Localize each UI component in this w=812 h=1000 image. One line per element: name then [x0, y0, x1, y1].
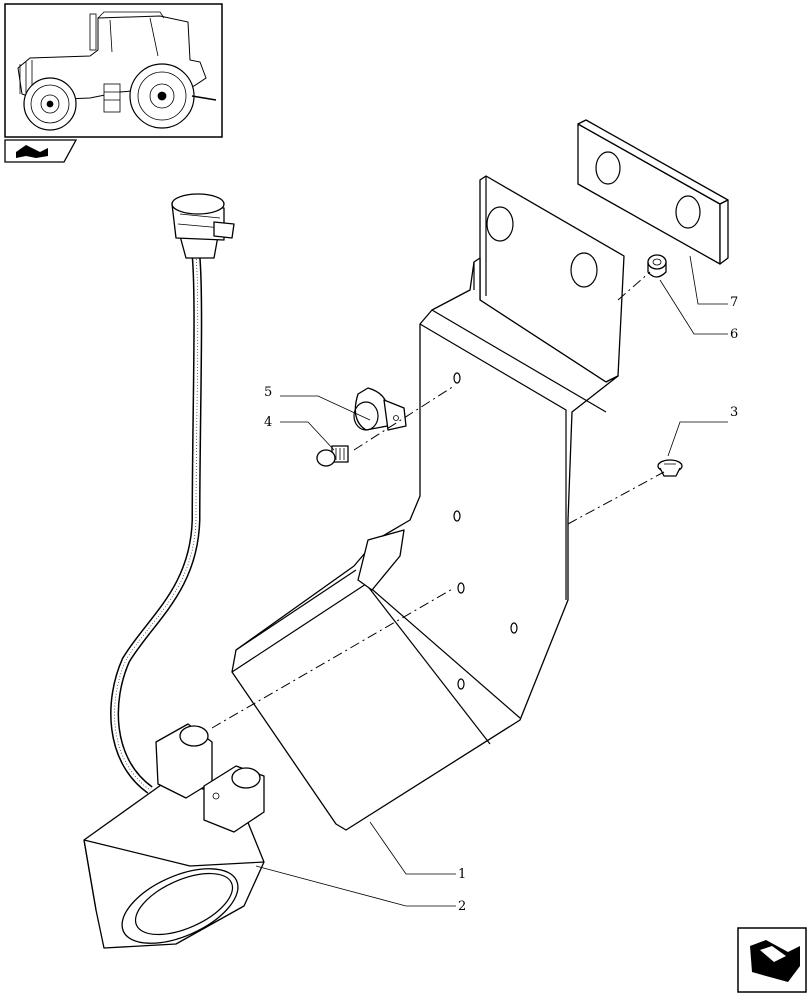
callout-7: 7 [730, 295, 738, 310]
callouts: 1 2 3 4 5 6 7 [264, 295, 738, 914]
callout-6: 6 [730, 327, 738, 342]
leader-lines [255, 255, 728, 907]
callout-4: 4 [264, 415, 272, 430]
part-4-bolt [316, 445, 349, 467]
tractor-thumbnail [4, 3, 223, 138]
callout-1: 1 [458, 867, 466, 882]
part-7-plate [577, 119, 729, 265]
connector [171, 193, 235, 259]
book-arrow-icon[interactable] [4, 139, 78, 163]
tractor-icon [17, 11, 217, 131]
part-2-sensor-assembly [83, 193, 265, 949]
callout-3: 3 [730, 405, 738, 420]
part-3-screw [657, 459, 683, 477]
next-page-arrow-icon[interactable] [737, 927, 807, 993]
callout-2: 2 [458, 899, 466, 914]
part-1-bracket [231, 175, 625, 831]
callout-5: 5 [264, 385, 272, 400]
part-5-clip [353, 387, 407, 431]
assembly-axis-lines [211, 271, 665, 729]
part-6-spacer [647, 254, 667, 278]
